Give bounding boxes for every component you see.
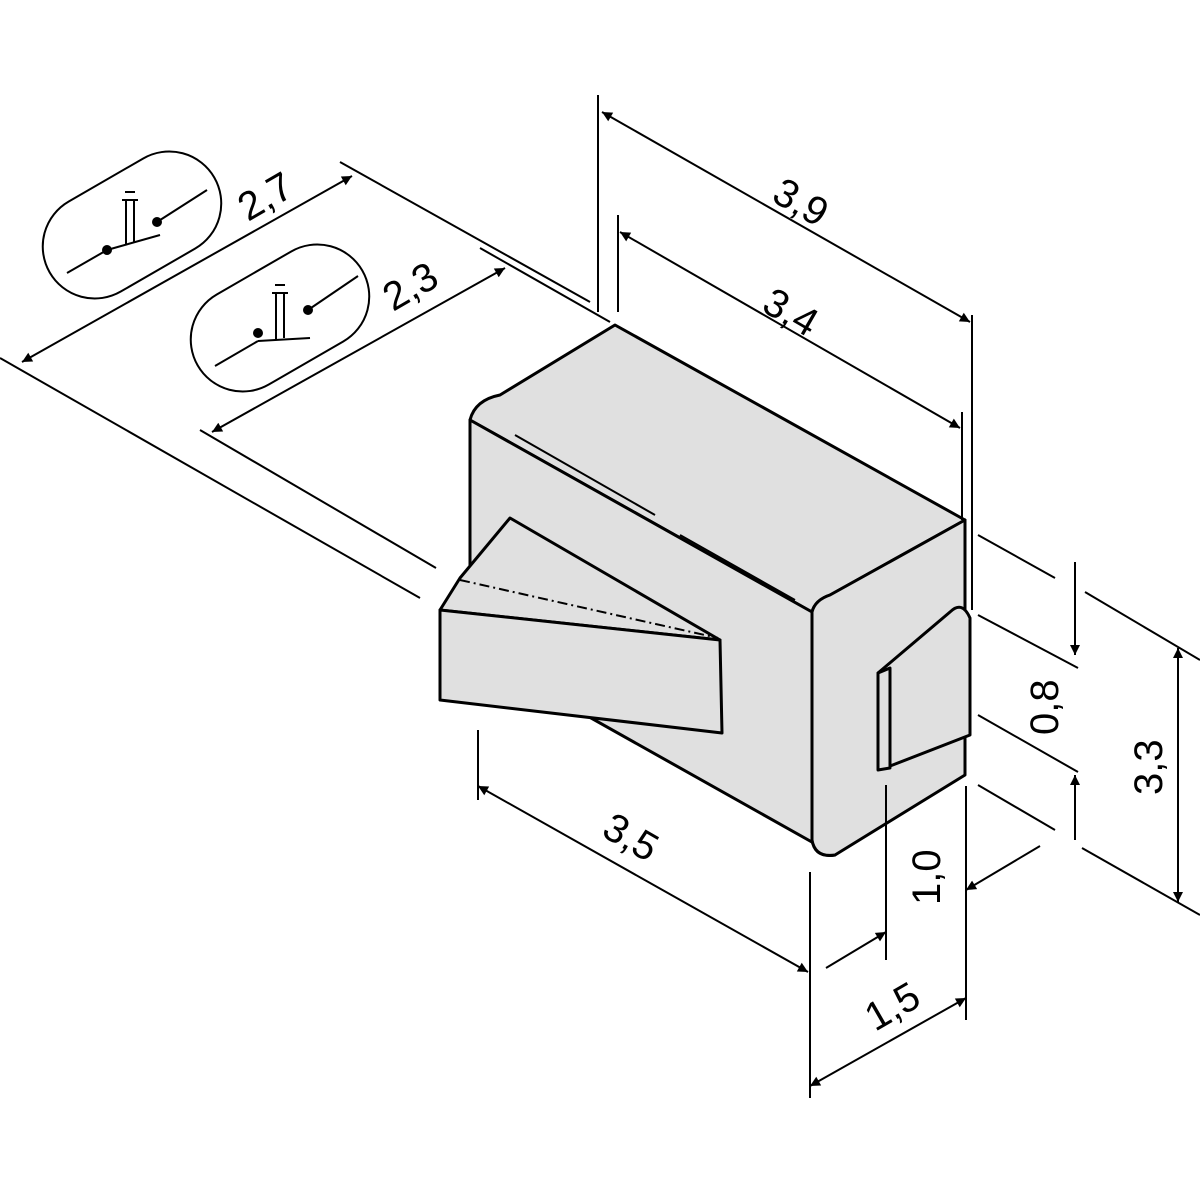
- dim-line-1-5: [809, 997, 967, 1087]
- pushbutton-switch-symbol-icon: [214, 275, 359, 367]
- dim-label-2-3: 2,3: [376, 254, 446, 320]
- dim-label-1-5: 1,5: [858, 974, 928, 1040]
- dim-label-1-0: 1,0: [905, 849, 949, 905]
- dim-line-2-7: [21, 175, 353, 363]
- rocker-dashdot-line: [459, 579, 719, 639]
- rocker-front-face: [438, 608, 724, 735]
- extension-lines: [0, 95, 1200, 1098]
- dim-line-2-3: [211, 267, 506, 433]
- center-line-lower: [679, 534, 796, 601]
- terminal-tab: [876, 605, 972, 772]
- dim-label-3-3: 3,3: [1127, 739, 1171, 795]
- dim-line-3-4: [619, 231, 961, 429]
- dim-line-1-0: [825, 931, 887, 969]
- rocker-actuator: [438, 516, 724, 735]
- dim-label-0-8: 0,8: [1023, 679, 1067, 735]
- dim-label-3-9: 3,9: [766, 170, 836, 236]
- dim-label-3-5: 3,5: [596, 805, 666, 871]
- dim-line-1-0-b: [965, 845, 1041, 891]
- dim-label-2-7: 2,7: [231, 164, 301, 230]
- switch-symbol-1: [41, 150, 223, 300]
- center-line-upper: [514, 434, 656, 516]
- dim-label-3-4: 3,4: [756, 280, 826, 346]
- terminal-tab-face: [876, 666, 892, 772]
- dimension-lines: [21, 111, 1183, 1087]
- switch-symbol-2: [189, 243, 371, 393]
- pushbutton-switch-symbol-icon: [66, 189, 208, 274]
- dim-line-3-5: [477, 785, 809, 973]
- terminal-tab-bend: [876, 605, 972, 770]
